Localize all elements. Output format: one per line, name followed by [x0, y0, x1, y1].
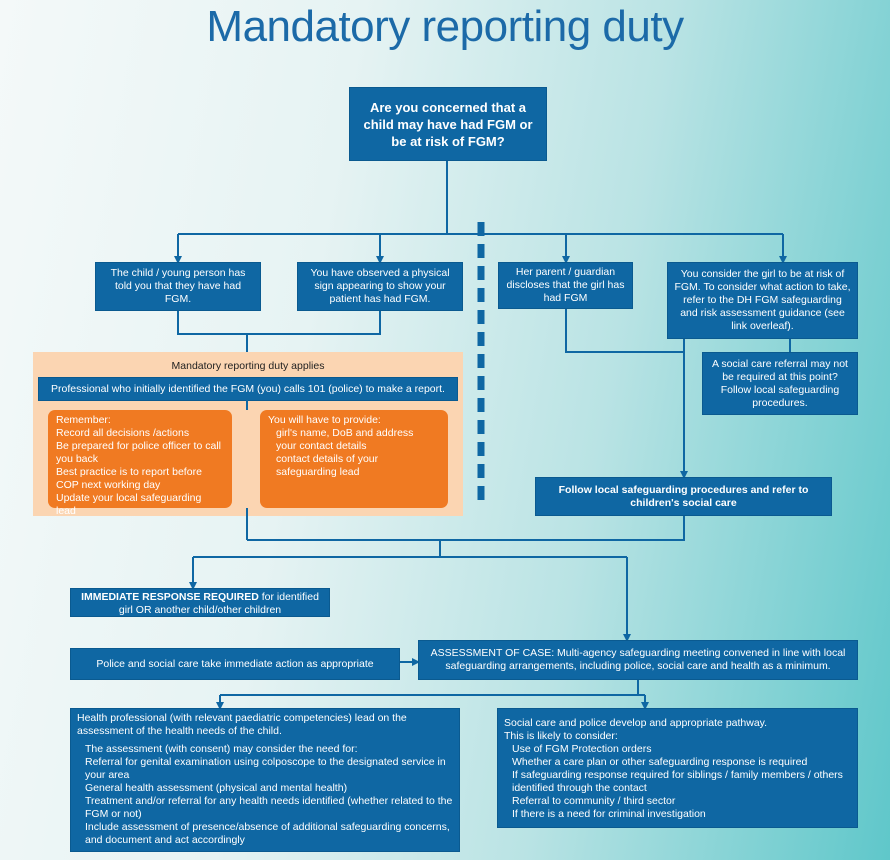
social-item: If there is a need for criminal investig…: [512, 808, 706, 820]
health-item: General health assessment (physical and …: [85, 782, 348, 794]
social-care-box: Social care and police develop and appro…: [497, 708, 858, 828]
health-intro: The assessment (with consent) may consid…: [85, 743, 358, 755]
page-title: Mandatory reporting duty: [206, 2, 684, 51]
box-risk-of-fgm: You consider the girl to be at risk of F…: [667, 262, 858, 339]
social-item: If safeguarding response required for si…: [512, 769, 843, 794]
remember-heading: Remember:: [56, 414, 111, 426]
box-no-referral: A social care referral may not be requir…: [702, 352, 858, 415]
social-lead: Social care and police develop and appro…: [504, 717, 768, 729]
remember-box: Remember: Record all decisions /actions …: [48, 410, 232, 517]
provide-box: You will have to provide: girl's name, D…: [260, 410, 448, 508]
remember-item: Be prepared for police officer to call y…: [56, 440, 221, 465]
mandatory-panel: Mandatory reporting duty applies Profess…: [33, 352, 463, 517]
social-item: Whether a care plan or other safeguardin…: [512, 756, 808, 768]
immediate-response-box: IMMEDIATE RESPONSE REQUIRED for identifi…: [70, 588, 330, 617]
provide-item: girl's name, DoB and address: [276, 427, 414, 439]
call-101-box: Professional who initially identified th…: [38, 377, 458, 401]
box-child-told: The child / young person has told you th…: [95, 262, 261, 311]
provide-heading: You will have to provide:: [268, 414, 381, 426]
police-action-box: Police and social care take immediate ac…: [70, 648, 400, 680]
social-item: Use of FGM Protection orders: [512, 743, 652, 755]
health-box: Health professional (with relevant paedi…: [70, 708, 460, 852]
health-item: Referral for genital examination using c…: [85, 756, 446, 781]
immediate-rest: for identified girl OR another child/oth…: [118, 591, 319, 616]
social-item: Referral to community / third sector: [512, 795, 676, 807]
social-intro: This is likely to consider:: [504, 730, 618, 742]
question-box: Are you concerned that a child may have …: [349, 87, 547, 161]
mandatory-title: Mandatory reporting duty applies: [171, 360, 325, 372]
health-lead: Health professional (with relevant paedi…: [77, 712, 407, 737]
health-item: Treatment and/or referral for any health…: [85, 795, 453, 820]
box-observed-sign: You have observed a physical sign appear…: [297, 262, 463, 311]
box-parent-discloses: Her parent / guardian discloses that the…: [498, 262, 633, 309]
remember-item: Best practice is to report before COP ne…: [56, 466, 202, 491]
remember-item: Update your local safeguarding lead: [56, 492, 202, 517]
provide-item: contact details of your safeguarding lea…: [276, 453, 379, 478]
remember-item: Record all decisions /actions: [56, 427, 190, 439]
follow-local-box: Follow local safeguarding procedures and…: [535, 477, 832, 516]
health-item: Include assessment of presence/absence o…: [85, 821, 450, 846]
provide-item: your contact details: [276, 440, 367, 452]
assessment-box: ASSESSMENT OF CASE: Multi-agency safegua…: [418, 640, 858, 680]
immediate-bold: IMMEDIATE RESPONSE REQUIRED: [81, 591, 259, 603]
